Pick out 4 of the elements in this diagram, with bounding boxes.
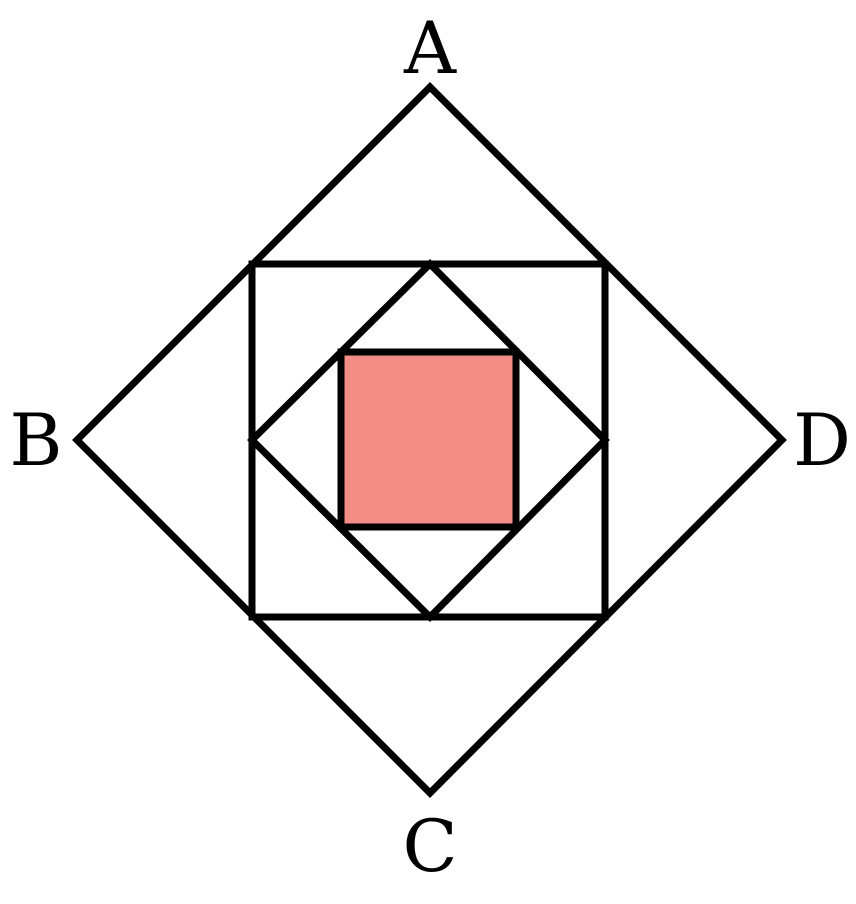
vertex-label: A bbox=[404, 12, 456, 84]
vertex-label: B bbox=[10, 404, 62, 476]
vertex-label: D bbox=[793, 404, 851, 476]
vertex-label: C bbox=[402, 810, 458, 882]
